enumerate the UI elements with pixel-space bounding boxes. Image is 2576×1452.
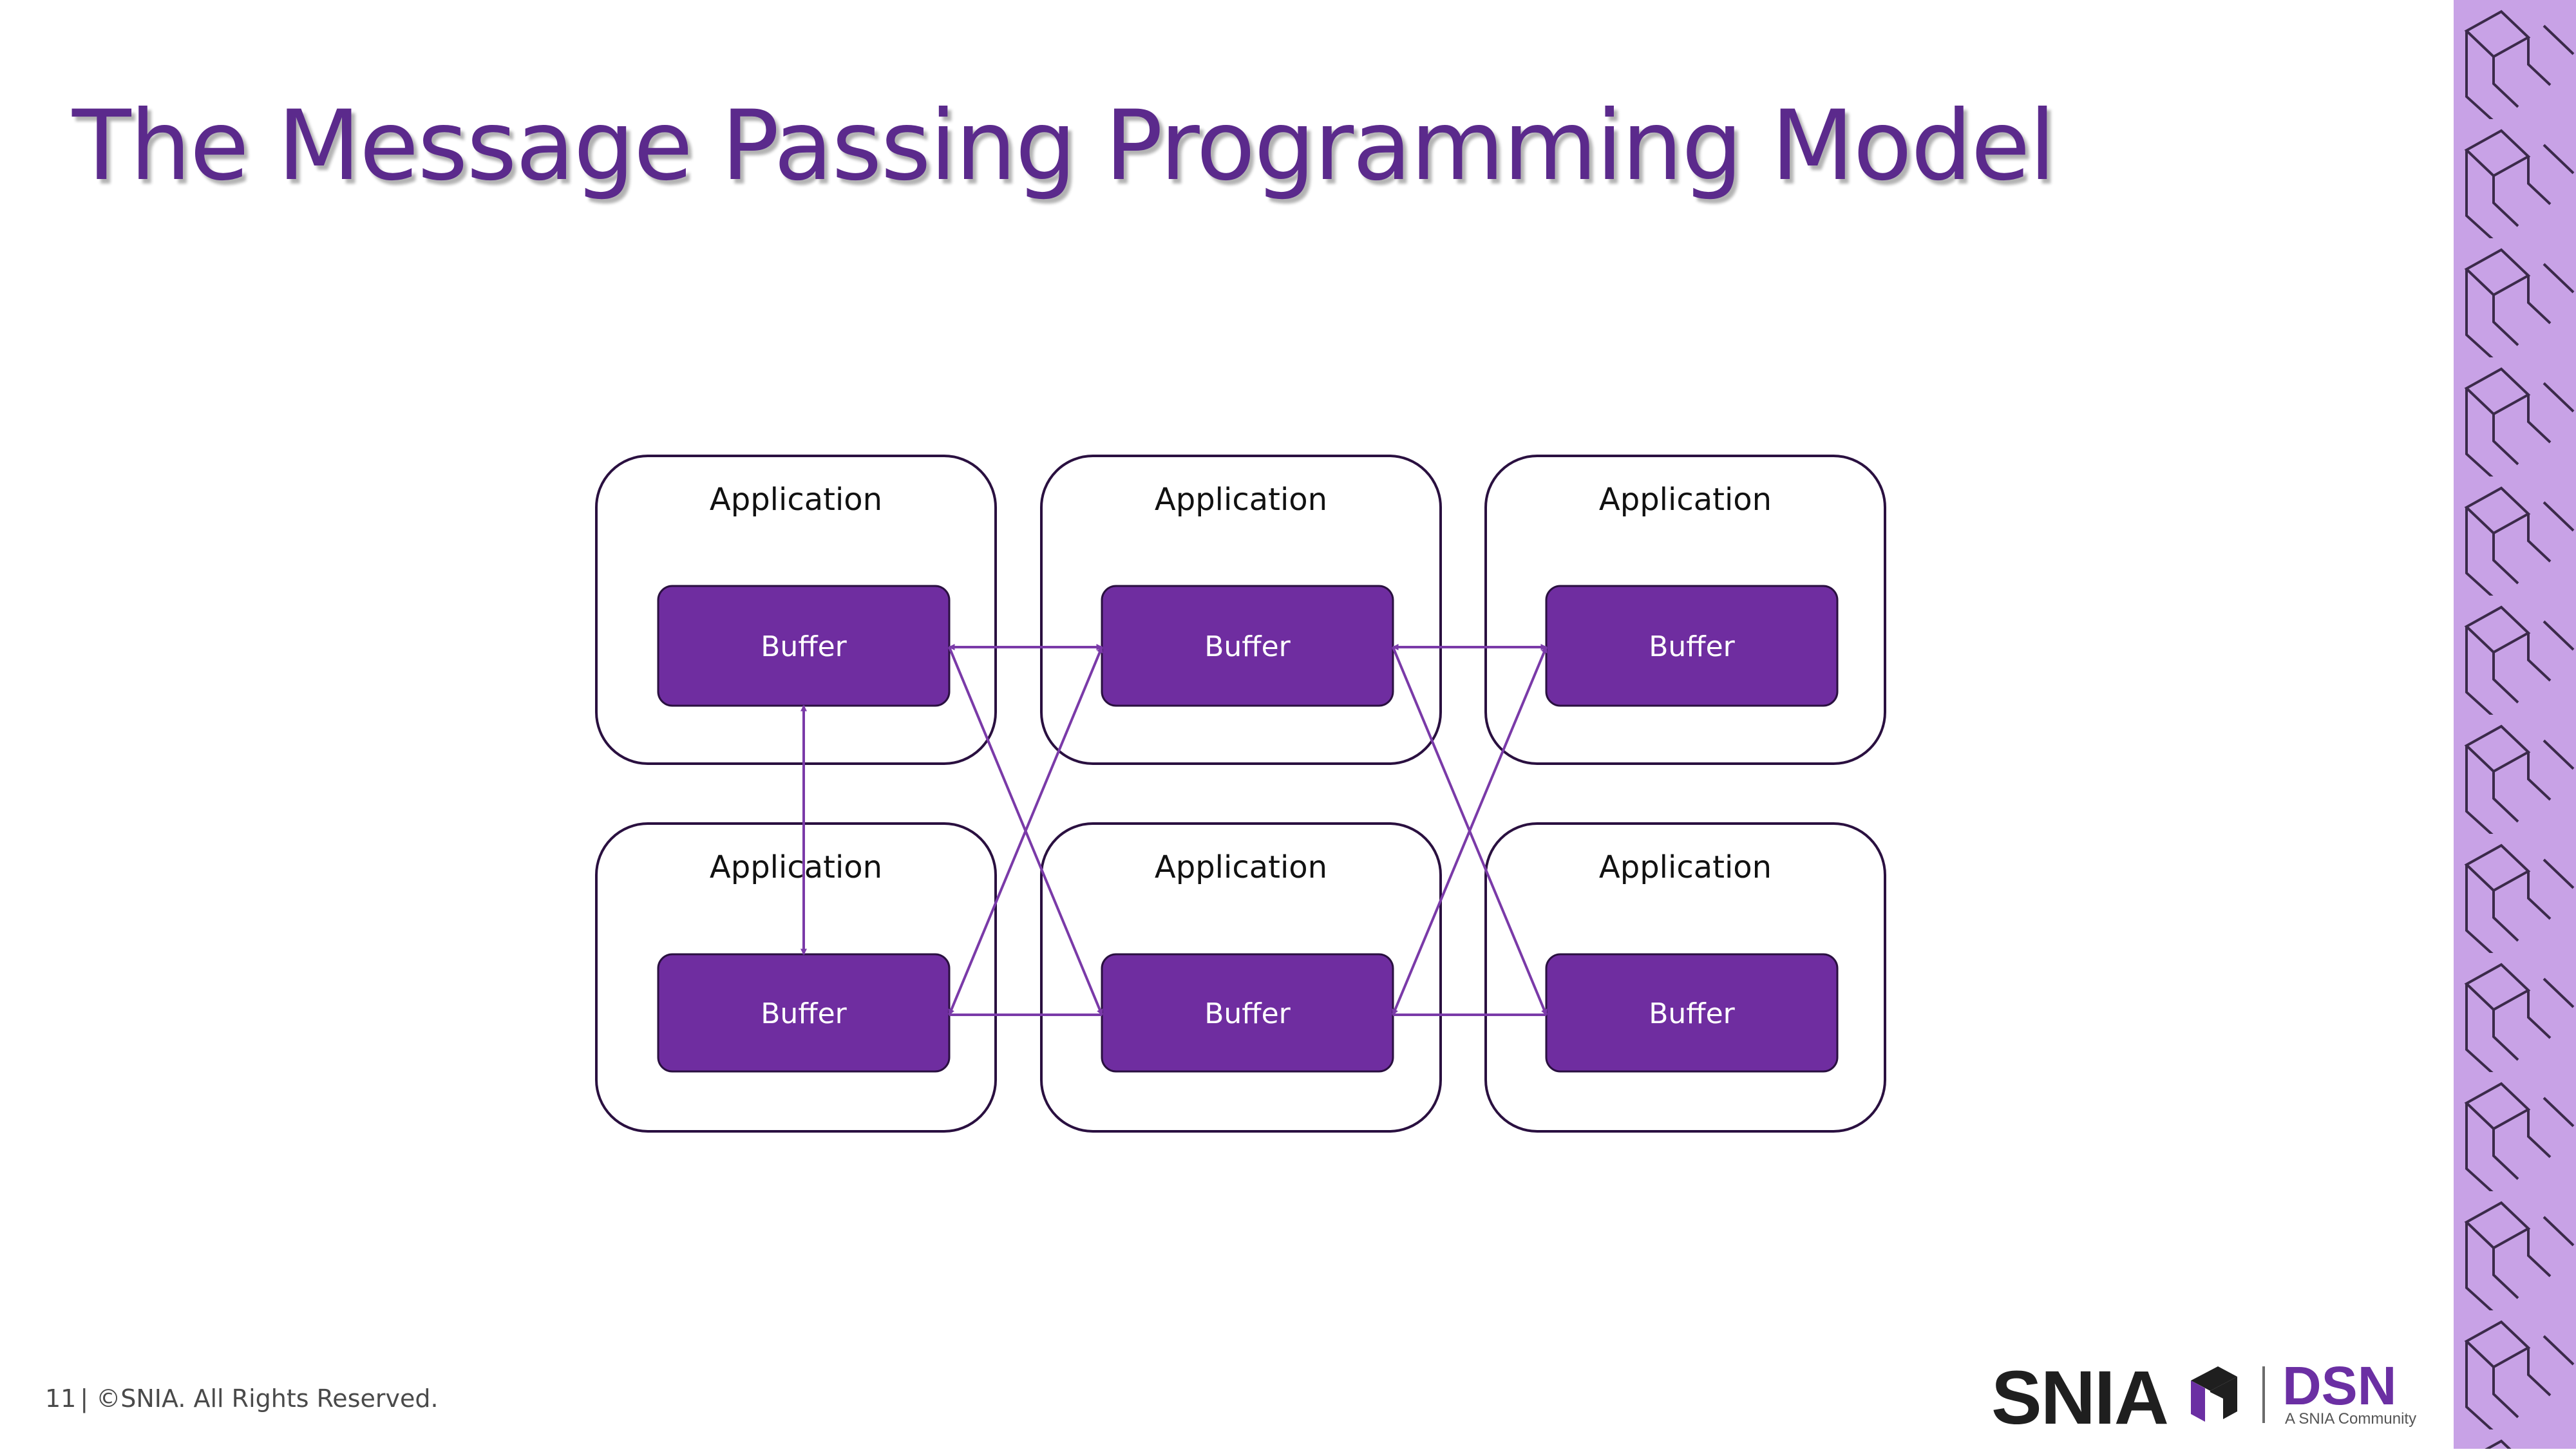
buffer-label-r1c1: Buffer bbox=[761, 630, 847, 663]
footer: 11| ©SNIA. All Rights Reserved. bbox=[45, 1384, 439, 1413]
snia-logo-mark-icon bbox=[2191, 1366, 2237, 1422]
decorative-side-band bbox=[2454, 0, 2576, 1449]
copyright-text: | ©SNIA. All Rights Reserved. bbox=[80, 1384, 439, 1413]
application-label-r2c1: Application bbox=[710, 849, 882, 885]
page-number: 11 bbox=[45, 1384, 77, 1413]
buffer-label-r2c3: Buffer bbox=[1649, 997, 1735, 1030]
buffer-label-r1c2: Buffer bbox=[1204, 630, 1291, 663]
connection-r2c1-r1c2 bbox=[948, 646, 1103, 1016]
buffer-label-r2c2: Buffer bbox=[1204, 997, 1291, 1030]
side-band-pattern bbox=[2454, 0, 2576, 1449]
application-label-r1c2: Application bbox=[1155, 482, 1327, 518]
dsn-tagline: A SNIA Community bbox=[2285, 1410, 2417, 1428]
application-label-r2c2: Application bbox=[1155, 849, 1327, 885]
application-label-r2c3: Application bbox=[1599, 849, 1772, 885]
logo-divider bbox=[2262, 1366, 2265, 1423]
buffer-label-r2c1: Buffer bbox=[761, 997, 847, 1030]
slide-title: The Message Passing Programming Model bbox=[72, 90, 2056, 202]
snia-logo-text: SNIA bbox=[1991, 1355, 2169, 1440]
application-label-r1c3: Application bbox=[1599, 482, 1772, 518]
dsn-logo-text: DSN bbox=[2282, 1355, 2397, 1416]
buffer-label-r1c3: Buffer bbox=[1649, 630, 1735, 663]
connection-r2c2-r1c3 bbox=[1392, 646, 1548, 1016]
application-label-r1c1: Application bbox=[710, 482, 882, 518]
